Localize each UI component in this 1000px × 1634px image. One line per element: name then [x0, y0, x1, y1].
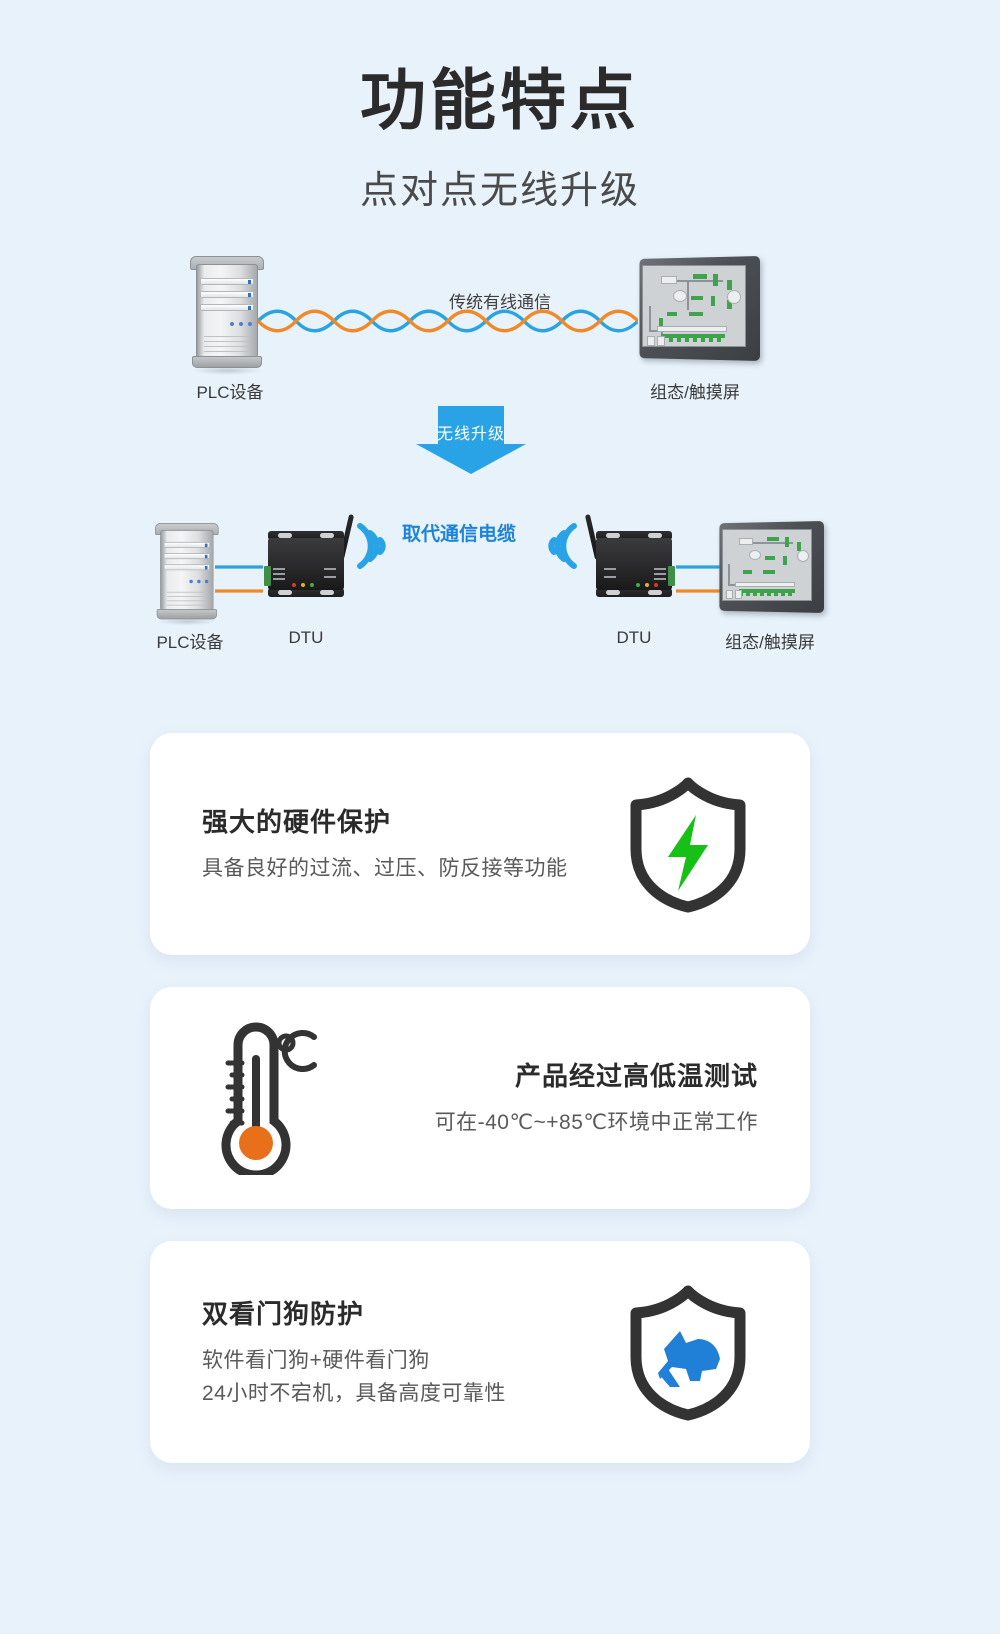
page-title: 功能特点 [360, 63, 640, 137]
card-title: 双看门狗防护 [202, 1298, 365, 1329]
wifi-signal-left-icon [357, 523, 386, 569]
page-subtitle: 点对点无线升级 [359, 170, 640, 213]
card-description: 可在-40℃~+85℃环境中正常工作 [434, 1111, 758, 1135]
card-title: 强大的硬件保护 [202, 807, 392, 838]
wired-plc-label: PLC设备 [196, 383, 264, 402]
wired-hmi-label: 组态/触摸屏 [650, 383, 740, 402]
shield-bolt-icon [624, 775, 752, 918]
dtu-device-left-icon [258, 514, 355, 600]
feature-card-temperature-test: 产品经过高低温测试 可在-40℃~+85℃环境中正常工作 [150, 987, 810, 1209]
card-description: 具备良好的过流、过压、防反接等功能 [202, 857, 568, 881]
plc-server-icon [190, 256, 264, 375]
wired-cable [258, 309, 638, 333]
wireless-link-label: 取代通信电缆 [402, 524, 517, 545]
wireless-hmi-touchscreen-icon [712, 521, 824, 613]
thermometer-celsius-icon [198, 1015, 318, 1180]
wireless-left-cables [215, 565, 263, 593]
page-header: 功能特点 点对点无线升级 [0, 0, 1000, 214]
wifi-signal-right-icon [548, 523, 577, 569]
wireless-plc-server-icon [155, 523, 219, 626]
card-title: 产品经过高低温测试 [514, 1061, 758, 1092]
feature-card-hardware-protection: 强大的硬件保护 具备良好的过流、过压、防反接等功能 [150, 733, 810, 955]
card-description-line-2: 24小时不宕机，具备高度可靠性 [202, 1381, 506, 1405]
upgrade-arrow: 无线升级 [416, 406, 526, 474]
wireless-right-cables [676, 565, 724, 593]
topology-diagram: 传统有线通信 [0, 238, 1000, 678]
feature-card-list: 强大的硬件保护 具备良好的过流、过压、防反接等功能 [150, 733, 810, 1495]
wireless-dtu-left-label: DTU [288, 628, 324, 647]
upgrade-arrow-label: 无线升级 [436, 426, 505, 443]
feature-card-dual-watchdog: 双看门狗防护 软件看门狗+硬件看门狗 24小时不宕机，具备高度可靠性 [150, 1241, 810, 1463]
dtu-device-right-icon [584, 514, 682, 600]
card-description-line-1: 软件看门狗+硬件看门狗 [202, 1348, 430, 1372]
wireless-hmi-label: 组态/触摸屏 [725, 633, 815, 652]
wireless-dtu-right-label: DTU [616, 628, 652, 647]
wireless-plc-label: PLC设备 [156, 633, 224, 652]
hmi-touchscreen-icon [630, 256, 760, 361]
shield-dog-icon [624, 1283, 752, 1426]
wired-link-label: 传统有线通信 [449, 293, 551, 312]
